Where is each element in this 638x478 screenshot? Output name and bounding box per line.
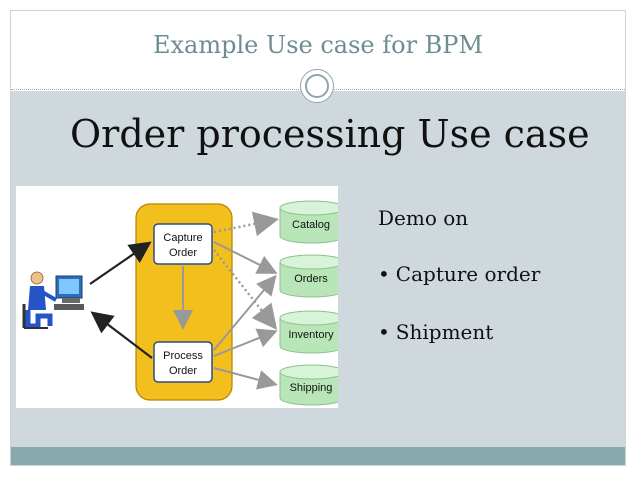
user-at-computer-icon bbox=[22, 271, 84, 329]
process-order-box: Process Order bbox=[153, 341, 213, 383]
diagram-svg: Capture Order Process Order Catalog Orde… bbox=[22, 200, 338, 406]
capture-to-catalog-arrow bbox=[213, 211, 279, 237]
bullet-label: Shipment bbox=[395, 320, 494, 344]
order-processing-diagram: Capture Order Process Order Catalog Orde… bbox=[16, 186, 338, 408]
catalog-database: Catalog bbox=[279, 200, 338, 244]
process-order-label-line2: Order bbox=[169, 365, 197, 377]
process-to-orders-arrow bbox=[213, 274, 277, 351]
orders-database: Orders bbox=[279, 254, 338, 298]
bullet-dot-icon: • bbox=[378, 320, 390, 344]
footer-bar bbox=[11, 447, 625, 465]
user-to-capture-arrow bbox=[89, 241, 152, 285]
capture-order-label-line1: Capture bbox=[163, 232, 202, 244]
bullet-dot-icon: • bbox=[378, 262, 390, 286]
process-to-inventory-arrow bbox=[213, 328, 278, 357]
shipping-label: Shipping bbox=[290, 382, 333, 394]
slide-title: Example Use case for BPM bbox=[152, 31, 484, 59]
catalog-label: Catalog bbox=[292, 219, 330, 231]
process-to-shipping-arrow bbox=[213, 367, 278, 390]
process-to-user-arrow bbox=[90, 311, 153, 359]
orders-label: Orders bbox=[294, 273, 328, 285]
capture-order-box: Capture Order bbox=[153, 223, 213, 265]
bullet-capture-order: •Capture order bbox=[378, 262, 540, 286]
bullet-label: Capture order bbox=[395, 262, 541, 286]
shipping-database: Shipping bbox=[279, 364, 338, 406]
demo-intro: Demo on bbox=[378, 206, 469, 230]
capture-to-orders-arrow bbox=[213, 241, 278, 274]
process-order-label-line1: Process bbox=[163, 350, 203, 362]
capture-order-label-line2: Order bbox=[169, 247, 197, 259]
inventory-label: Inventory bbox=[288, 329, 334, 341]
main-heading: Order processing Use case bbox=[70, 112, 590, 156]
bullet-shipment: •Shipment bbox=[378, 320, 493, 344]
circle-ornament-icon bbox=[300, 69, 334, 103]
capture-to-inventory-arrow bbox=[213, 249, 278, 330]
inventory-database: Inventory bbox=[279, 310, 338, 354]
